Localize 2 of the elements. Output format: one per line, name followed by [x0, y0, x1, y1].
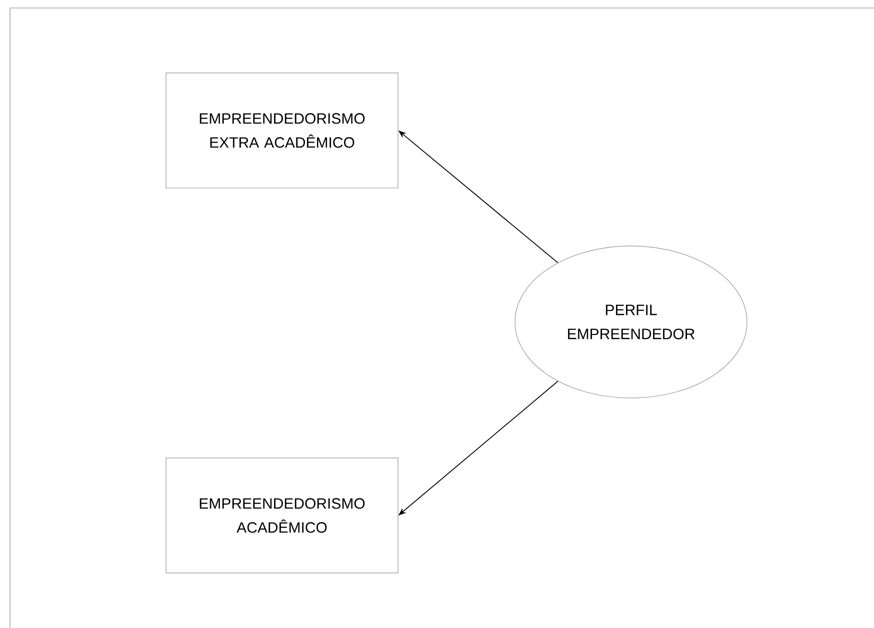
concept-box: EMPREENDEDORISMO ACADÊMICO: [166, 458, 398, 574]
concept-box: EMPREENDEDORISMO EXTRA ACADÊMICO: [166, 72, 398, 188]
